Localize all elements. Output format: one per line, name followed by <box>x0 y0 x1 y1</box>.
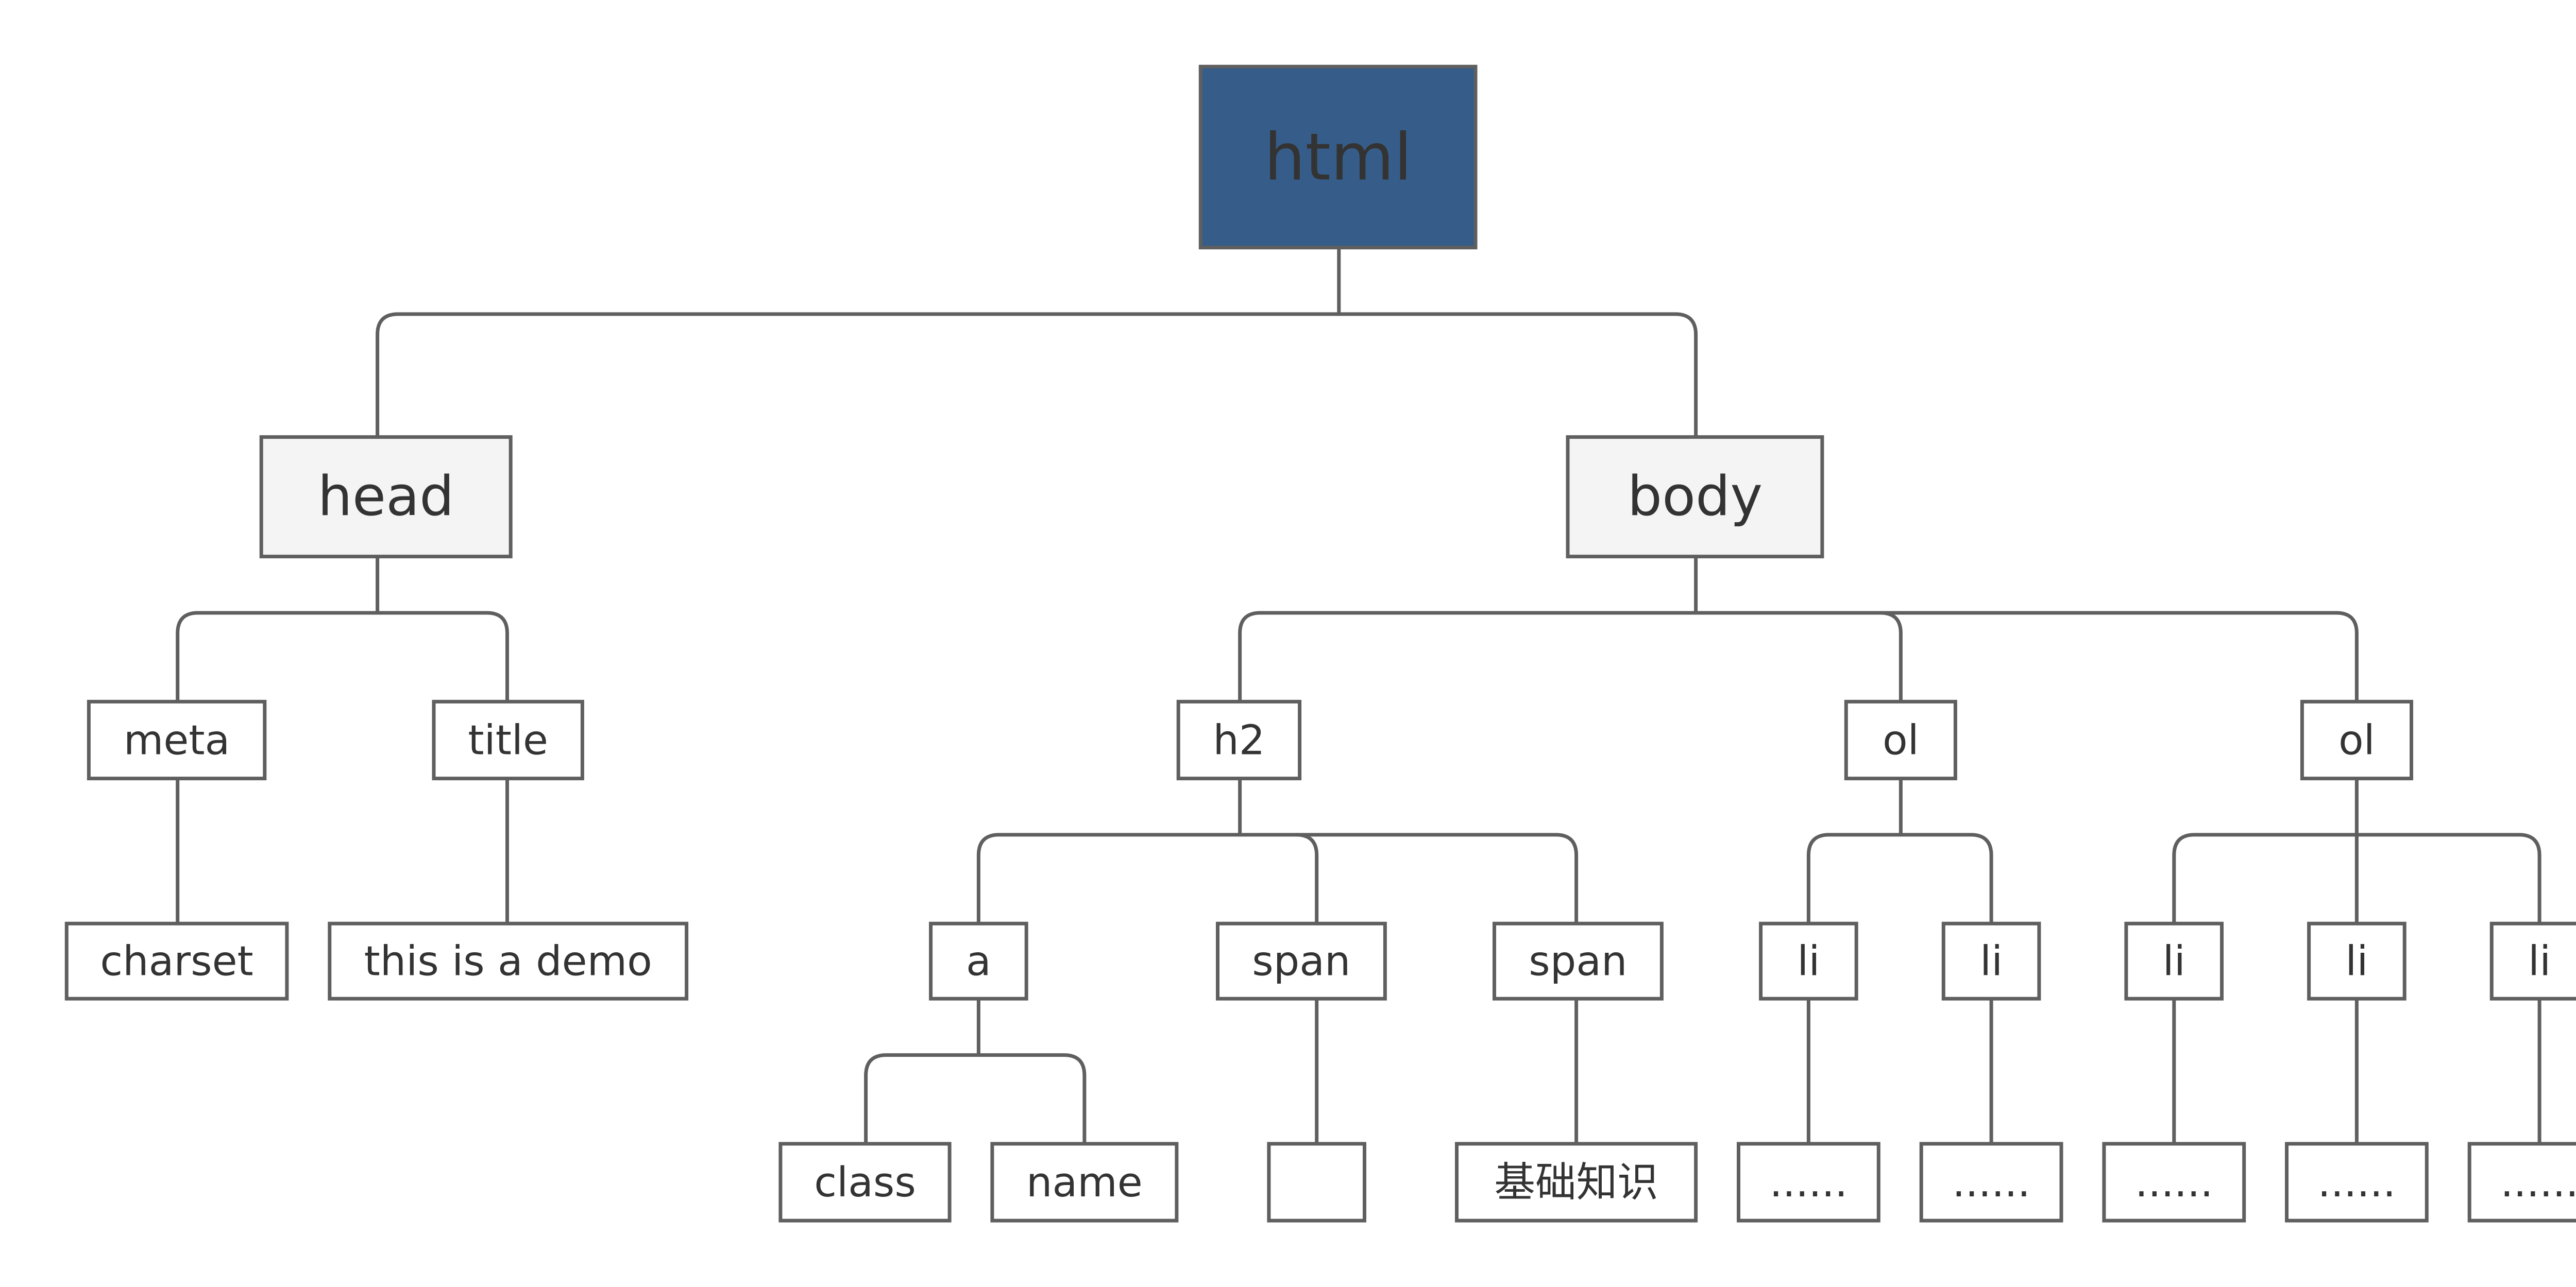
node-label: span <box>1529 937 1627 985</box>
node-li2: li <box>1941 921 2041 1001</box>
node-meta: meta <box>87 699 267 781</box>
node-box <box>929 921 1028 1001</box>
connector-bus <box>376 312 1698 439</box>
node-label: h2 <box>1213 716 1265 764</box>
node-label: span <box>1252 937 1350 985</box>
node-charset: charset <box>64 921 289 1001</box>
connector-drop <box>1294 833 1319 925</box>
node-cls: class <box>778 1142 952 1223</box>
node-box <box>1844 699 1957 781</box>
node-dots3: ...... <box>2102 1142 2246 1223</box>
node-box <box>87 699 267 781</box>
node-span1: span <box>1216 921 1387 1001</box>
node-span2: span <box>1493 921 1664 1001</box>
node-label: ...... <box>1769 1158 1848 1206</box>
node-box <box>328 921 689 1001</box>
connector-bus <box>1806 833 1993 925</box>
node-box <box>1941 921 2041 1001</box>
tree-nodes: html head body meta title charset this is a de… <box>64 64 2576 1223</box>
node-box <box>1493 921 1664 1001</box>
node-ol2: ol <box>2300 699 2413 781</box>
node-label: charset <box>100 937 253 985</box>
node-label: body <box>1628 465 1762 528</box>
node-label: class <box>814 1158 916 1206</box>
node-box <box>1198 64 1478 250</box>
node-dots5: ...... <box>2467 1142 2576 1223</box>
node-label: ...... <box>2500 1158 2576 1206</box>
node-li1: li <box>1759 921 1858 1001</box>
node-label: title <box>468 716 548 764</box>
node-box <box>1759 921 1858 1001</box>
node-box <box>2102 1142 2246 1223</box>
node-box <box>1176 699 1302 781</box>
node-box <box>1216 921 1387 1001</box>
node-box <box>990 1142 1179 1223</box>
node-dots2: ...... <box>1919 1142 2063 1223</box>
node-box <box>2307 921 2406 1001</box>
connector-bus <box>1238 611 2359 703</box>
node-label: ol <box>2338 716 2375 764</box>
node-box <box>778 1142 952 1223</box>
connector-bus <box>864 1053 1087 1146</box>
node-label: a <box>966 937 991 985</box>
node-demo: this is a demo <box>328 921 689 1001</box>
node-box <box>1737 1142 1880 1223</box>
node-label: li <box>1980 937 2003 985</box>
node-label: ol <box>1883 716 1919 764</box>
node-box <box>2467 1142 2576 1223</box>
node-label: head <box>318 465 454 528</box>
node-box <box>1267 1142 1366 1223</box>
node-label: meta <box>124 716 230 764</box>
node-dots1: ...... <box>1737 1142 1880 1223</box>
node-label: li <box>2528 937 2551 985</box>
node-label: li <box>2345 937 2368 985</box>
node-box <box>1919 1142 2063 1223</box>
node-jichu: 基础知识 <box>1455 1142 1698 1223</box>
node-label: ...... <box>2135 1158 2213 1206</box>
node-label: name <box>1026 1158 1143 1206</box>
node-dots4: ...... <box>2285 1142 2429 1223</box>
node-name: name <box>990 1142 1179 1223</box>
node-li4: li <box>2307 921 2406 1001</box>
node-title: title <box>432 699 584 781</box>
node-a: a <box>929 921 1028 1001</box>
connector-bus <box>976 833 1579 925</box>
node-label: li <box>1797 937 1820 985</box>
node-label: 基础知识 <box>1494 1158 1658 1206</box>
node-h2: h2 <box>1176 699 1302 781</box>
node-empty <box>1267 1142 1366 1223</box>
connector-bus <box>176 611 509 703</box>
node-box <box>259 435 513 559</box>
node-box <box>64 921 289 1001</box>
node-li3: li <box>2124 921 2224 1001</box>
node-head: head <box>259 435 513 559</box>
node-box <box>2489 921 2576 1001</box>
node-box <box>1455 1142 1698 1223</box>
node-label: this is a demo <box>364 937 652 985</box>
node-html: html <box>1198 64 1478 250</box>
node-box <box>2285 1142 2429 1223</box>
node-box <box>432 699 584 781</box>
node-box <box>1566 435 1824 559</box>
connector-drop <box>1878 611 1903 703</box>
tree-connectors <box>176 246 2541 1146</box>
node-label: ...... <box>2317 1158 2396 1206</box>
node-label: ...... <box>1952 1158 2030 1206</box>
node-label: li <box>2163 937 2185 985</box>
node-body: body <box>1566 435 1824 559</box>
node-ol1: ol <box>1844 699 1957 781</box>
node-label: html <box>1264 119 1412 195</box>
node-li5: li <box>2489 921 2576 1001</box>
node-box <box>2300 699 2413 781</box>
node-box <box>2124 921 2224 1001</box>
